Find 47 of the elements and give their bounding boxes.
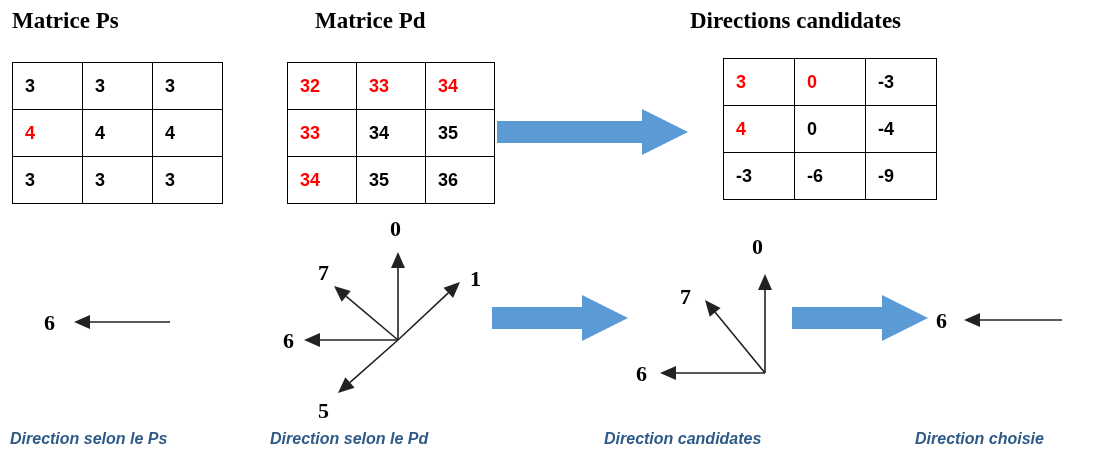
table-cell: 3 bbox=[152, 62, 223, 110]
table-cell: 3 bbox=[152, 156, 223, 204]
table-cell: 3 bbox=[12, 156, 83, 204]
direction-number: 1 bbox=[470, 268, 481, 290]
table-cell: 34 bbox=[425, 62, 495, 110]
table-cell: 0 bbox=[794, 105, 866, 153]
table-cell: -6 bbox=[794, 152, 866, 200]
table-cell: 35 bbox=[356, 156, 426, 204]
table-cell: 36 bbox=[425, 156, 495, 204]
direction-number: 6 bbox=[283, 330, 294, 352]
table-cell: -9 bbox=[865, 152, 937, 200]
table-cell: 3 bbox=[723, 58, 795, 106]
caption: Direction selon le Ps bbox=[10, 430, 168, 448]
table-heading: Matrice Pd bbox=[315, 8, 426, 34]
table-cell: 35 bbox=[425, 109, 495, 157]
table-cell: 33 bbox=[356, 62, 426, 110]
table-heading: Matrice Ps bbox=[12, 8, 119, 34]
table-cell: 4 bbox=[152, 109, 223, 157]
table-cell: 4 bbox=[82, 109, 153, 157]
table-cell: 0 bbox=[794, 58, 866, 106]
table-cell: 3 bbox=[82, 62, 153, 110]
direction-number: 5 bbox=[318, 400, 329, 422]
table-cell: 32 bbox=[287, 62, 357, 110]
table-cell: 4 bbox=[723, 105, 795, 153]
table-cell: 34 bbox=[356, 109, 426, 157]
table-cell: 3 bbox=[12, 62, 83, 110]
block-arrow bbox=[492, 295, 628, 341]
direction-number: 6 bbox=[636, 363, 647, 385]
direction-number: 6 bbox=[936, 310, 947, 332]
direction-number: 6 bbox=[44, 312, 55, 334]
table-heading: Directions candidates bbox=[690, 8, 902, 34]
caption: Direction candidates bbox=[604, 430, 762, 448]
table-cell: -4 bbox=[865, 105, 937, 153]
table-cell: 4 bbox=[12, 109, 83, 157]
direction-number: 0 bbox=[390, 218, 401, 240]
table-cell: 3 bbox=[82, 156, 153, 204]
caption: Direction selon le Pd bbox=[270, 430, 429, 448]
direction-number: 0 bbox=[752, 236, 763, 258]
block-arrow bbox=[792, 295, 928, 341]
direction-number: 7 bbox=[680, 286, 691, 308]
block-arrow bbox=[497, 109, 688, 155]
table-cell: -3 bbox=[865, 58, 937, 106]
caption: Direction choisie bbox=[915, 430, 1044, 448]
table-cell: 33 bbox=[287, 109, 357, 157]
table-cell: -3 bbox=[723, 152, 795, 200]
table-cell: 34 bbox=[287, 156, 357, 204]
direction-number: 7 bbox=[318, 262, 329, 284]
